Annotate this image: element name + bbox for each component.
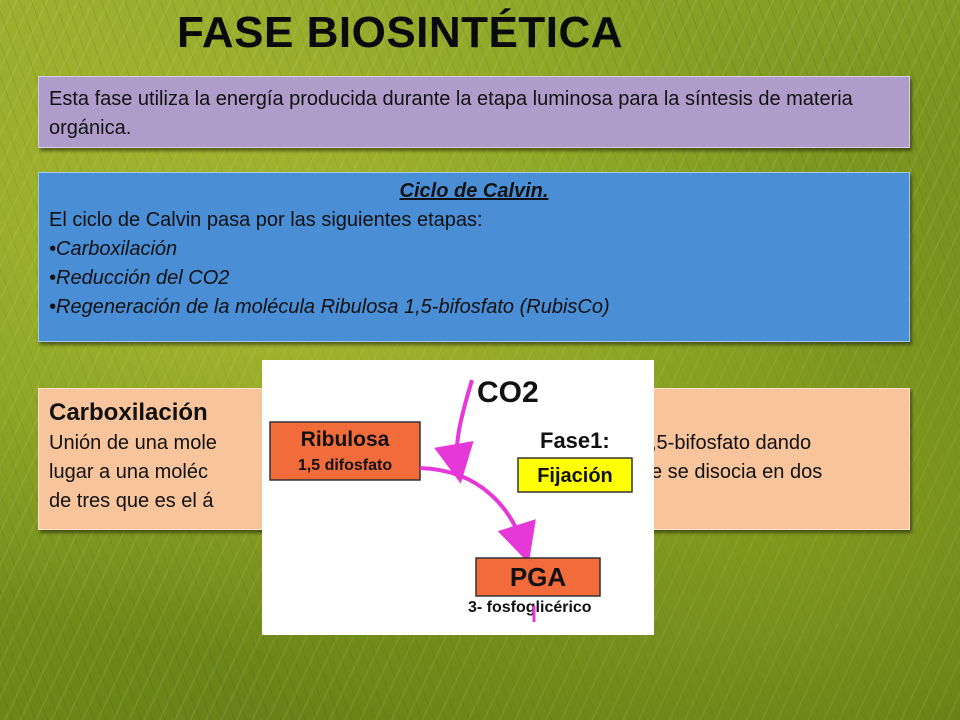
calvin-item: •Reducción del CO2 xyxy=(49,267,230,289)
fijacion-label: Fijación xyxy=(537,465,613,487)
carboxilacion-line: Unión de una mole xyxy=(49,432,217,454)
fase-label: Fase1: xyxy=(540,428,610,453)
calvin-item: •Regeneración de la molécula Ribulosa 1,… xyxy=(49,296,610,318)
carboxilacion-line: lugar a una moléc xyxy=(49,461,208,483)
co2-label: CO2 xyxy=(477,376,539,409)
ribulosa-sub-label: 1,5 difosfato xyxy=(298,457,392,474)
pga-label: PGA xyxy=(510,562,567,592)
carboxilacion-right-line: ,5-bifosfato dando xyxy=(651,432,812,454)
reaction-arrow xyxy=(419,466,536,564)
fijacion-box xyxy=(517,457,633,493)
calvin-lead: El ciclo de Calvin pasa por las siguient… xyxy=(49,209,483,231)
calvin-heading: Ciclo de Calvin. xyxy=(399,180,549,202)
carboxilacion-right-line: e se disocia en dos xyxy=(651,461,823,483)
calvin-box: Ciclo de Calvin. El ciclo de Calvin pasa… xyxy=(38,172,910,342)
ribulosa-box xyxy=(269,421,421,481)
calvin-item: •Carboxilación xyxy=(49,238,178,260)
intro-box: Esta fase utiliza la energía producida d… xyxy=(38,76,910,148)
carboxilacion-right-text: ,5-bifosfato dando e se disocia en dos xyxy=(651,429,911,487)
ribulosa-label: Ribulosa xyxy=(301,428,390,451)
calvin-diagram: CO2 Ribulosa 1,5 difosfato Fase1: Fijaci… xyxy=(262,360,654,635)
co2-arrow xyxy=(434,379,474,484)
diagram-svg: CO2 Ribulosa 1,5 difosfato Fase1: Fijaci… xyxy=(269,376,633,622)
carboxilacion-line: de tres que es el á xyxy=(49,490,214,512)
page-title: FASE BIOSINTÉTICA xyxy=(176,8,624,57)
pga-sub-label: 3- fosfoglicérico xyxy=(468,599,592,616)
intro-text: Esta fase utiliza la energía producida d… xyxy=(49,88,853,139)
pga-box xyxy=(475,557,601,597)
carboxilacion-heading: Carboxilación xyxy=(49,399,208,426)
